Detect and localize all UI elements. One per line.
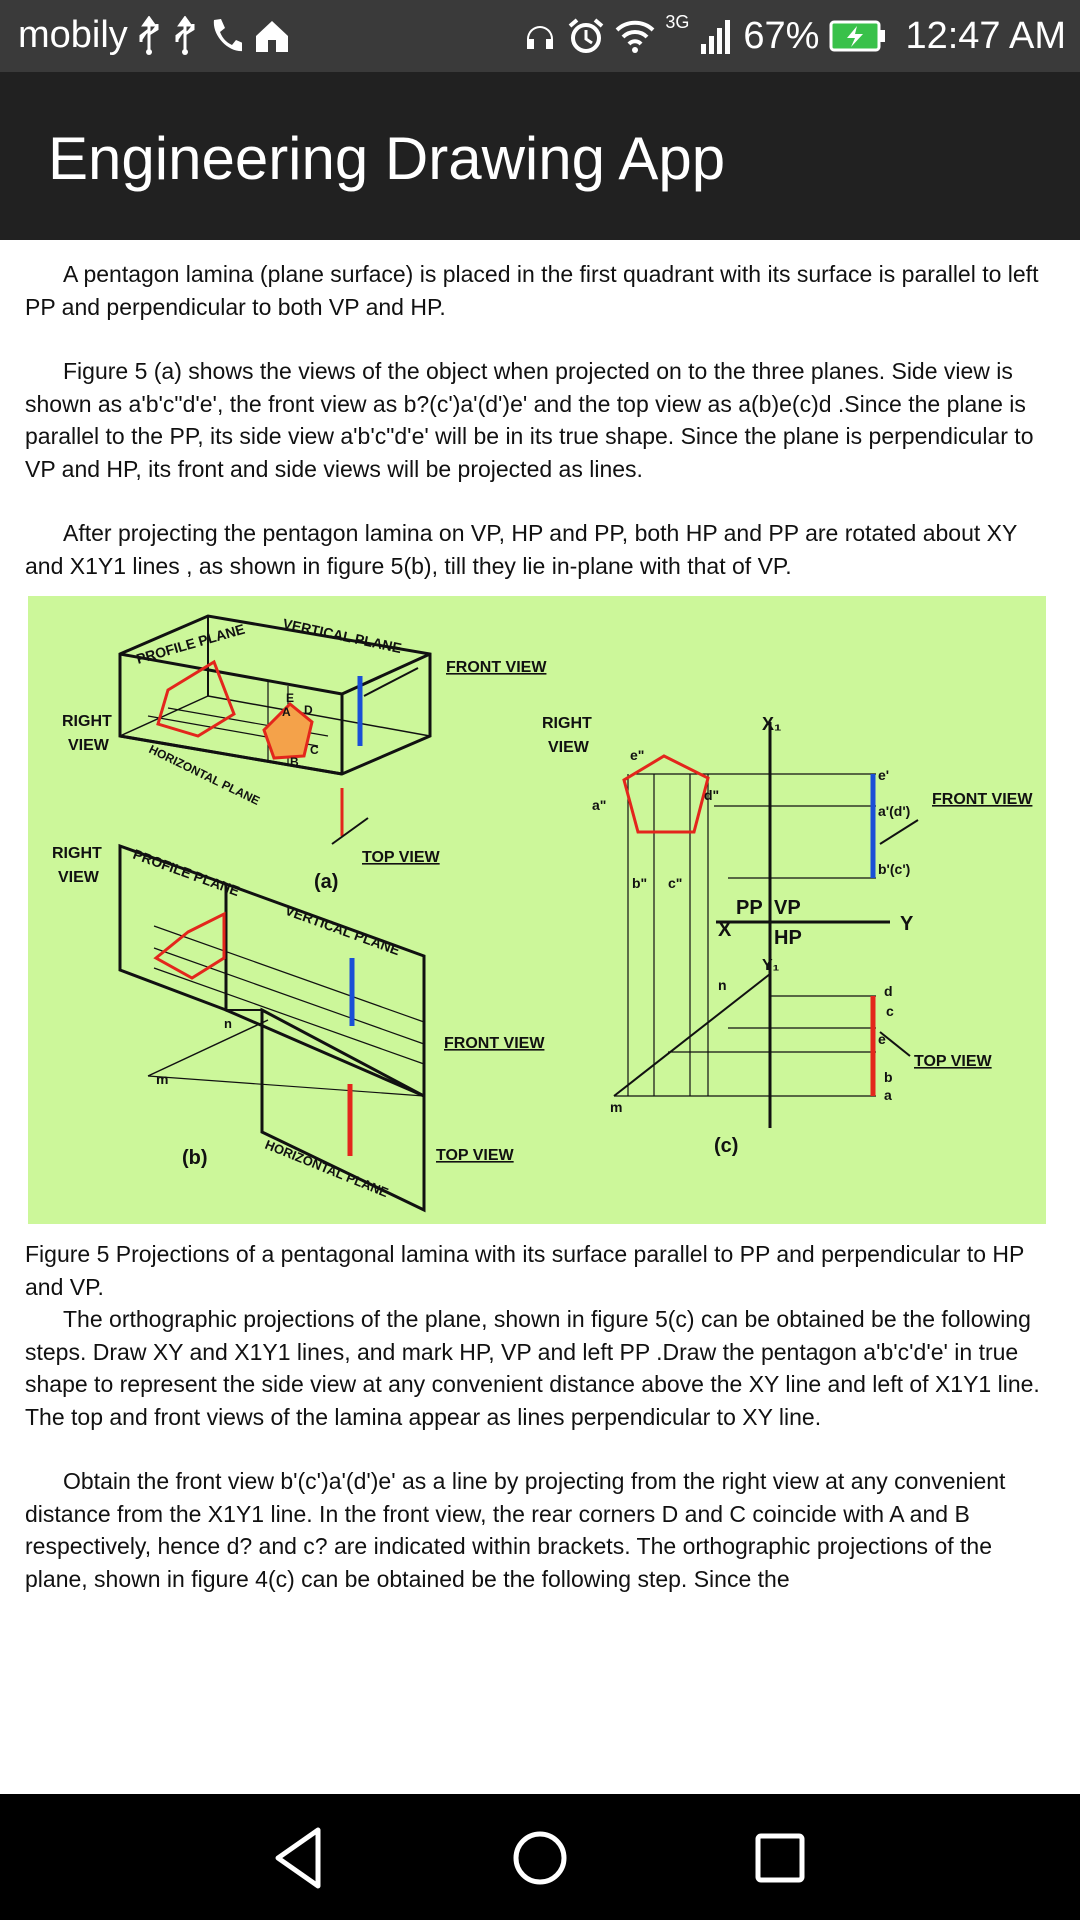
paragraph-text: Obtain the front view b'(c')a'(d')e' as …: [25, 1468, 1006, 1592]
front-view-label: FRONT VIEW: [932, 791, 1033, 808]
label-b2: b": [632, 875, 647, 891]
right-label: RIGHT: [52, 845, 102, 862]
projection-figure: PROFILE PLANE VERTICAL PLANE HORIZONTAL …: [28, 596, 1046, 1224]
label-E: E: [286, 691, 294, 705]
app-bar: Engineering Drawing App: [0, 72, 1080, 240]
horizontal-plane-label: HORIZONTAL PLANE: [147, 742, 262, 808]
label-bc1: b'(c'): [878, 861, 910, 877]
signal-icon: [701, 20, 731, 54]
home-icon: [256, 21, 288, 52]
label-a: a: [884, 1087, 892, 1103]
right-label: RIGHT: [62, 713, 112, 730]
view-label: VIEW: [548, 739, 590, 756]
clock: 12:47 AM: [905, 14, 1066, 57]
right-label: RIGHT: [542, 715, 592, 732]
network-type: 3G: [665, 12, 690, 32]
label-e: e: [878, 1031, 886, 1047]
notification-icons: [136, 14, 292, 58]
battery-charging-icon: [829, 20, 886, 52]
paragraph-text: A pentagon lamina (plane surface) is pla…: [25, 261, 1039, 320]
paragraph-text: Figure 5 (a) shows the views of the obje…: [25, 358, 1034, 482]
paragraph: Obtain the front view b'(c')a'(d')e' as …: [25, 1465, 1050, 1595]
paragraph: A pentagon lamina (plane surface) is pla…: [25, 258, 1050, 323]
paragraph: After projecting the pentagon lamina on …: [25, 517, 1050, 582]
y-label: Y: [900, 913, 914, 935]
view-label: VIEW: [58, 869, 100, 886]
x1-label: X₁: [762, 714, 781, 734]
label-D: D: [304, 703, 313, 717]
label-ad1: a'(d'): [878, 803, 910, 819]
paragraph: Figure 5 (a) shows the views of the obje…: [25, 355, 1050, 485]
home-circle-icon[interactable]: [500, 1822, 580, 1894]
usb-icon: [139, 16, 159, 55]
label-d: d: [884, 983, 893, 999]
system-icons: 3G 67% 12:47 AM: [523, 12, 1066, 60]
label-m: m: [156, 1071, 168, 1087]
paragraph-text: The orthographic projections of the plan…: [25, 1306, 1040, 1430]
battery-percent: 67%: [743, 14, 820, 57]
label-B: B: [290, 755, 299, 769]
label-e1: e': [878, 767, 889, 783]
app-title: Engineering Drawing App: [48, 125, 726, 192]
label-c2: c": [668, 875, 682, 891]
usb-icon: [175, 16, 195, 55]
headset-icon: [527, 26, 554, 49]
top-view-label: TOP VIEW: [362, 849, 441, 866]
caption-text: Figure 5 Projections of a pentagonal lam…: [25, 1241, 1024, 1300]
article-content[interactable]: A pentagon lamina (plane surface) is pla…: [0, 240, 1080, 1794]
label-C: C: [310, 743, 319, 757]
y1-label: Y₁: [762, 957, 780, 974]
label-c: c: [886, 1003, 894, 1019]
view-label: VIEW: [68, 737, 110, 754]
paragraph: The orthographic projections of the plan…: [25, 1303, 1050, 1433]
label-n: n: [718, 977, 727, 993]
paragraph-text: After projecting the pentagon lamina on …: [25, 520, 1017, 579]
vp-label: VP: [774, 897, 801, 919]
navigation-bar: [0, 1794, 1080, 1920]
figure-caption: Figure 5 Projections of a pentagonal lam…: [25, 1238, 1050, 1303]
subfigure-a-label: (a): [314, 871, 338, 893]
label-m: m: [610, 1099, 622, 1115]
front-view-label: FRONT VIEW: [446, 659, 547, 676]
label-b: b: [884, 1069, 893, 1085]
vertical-plane-label: VERTICAL PLANE: [283, 902, 402, 958]
figure-drawing: PROFILE PLANE VERTICAL PLANE HORIZONTAL …: [52, 614, 1033, 1213]
profile-plane-label: PROFILE PLANE: [131, 846, 242, 899]
back-icon[interactable]: [262, 1822, 342, 1894]
label-n: n: [224, 1016, 232, 1031]
alarm-icon: [569, 18, 604, 53]
x-label: X: [718, 919, 732, 941]
recents-square-icon[interactable]: [740, 1822, 820, 1894]
label-e2: e": [630, 747, 644, 763]
top-view-label: TOP VIEW: [436, 1147, 515, 1164]
wifi-icon: [615, 20, 655, 53]
horizontal-plane-label: HORIZONTAL PLANE: [263, 1137, 391, 1200]
pp-label: PP: [736, 897, 763, 919]
label-a2: a": [592, 797, 606, 813]
profile-plane-label: PROFILE PLANE: [134, 621, 246, 667]
vertical-plane-label: VERTICAL PLANE: [281, 615, 403, 656]
status-bar: mobily 3G 67% 12:47 AM: [0, 0, 1080, 72]
label-d2: d": [704, 787, 719, 803]
subfigure-b-label: (b): [182, 1147, 208, 1169]
front-view-label: FRONT VIEW: [444, 1035, 545, 1052]
subfigure-c-label: (c): [714, 1135, 738, 1157]
hp-label: HP: [774, 927, 802, 949]
phone-icon: [213, 19, 242, 51]
top-view-label: TOP VIEW: [914, 1053, 993, 1070]
carrier-name: mobily: [18, 14, 128, 56]
label-A: A: [282, 705, 291, 719]
